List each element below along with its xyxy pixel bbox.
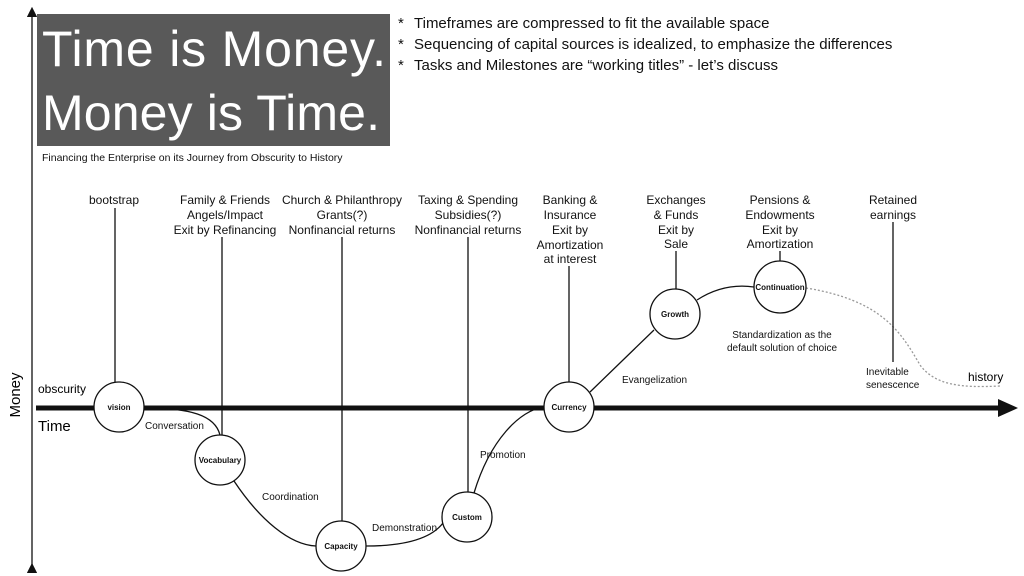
capital-sources: bootstrap Family & Friends Angels/Impact…	[89, 193, 917, 266]
node-label: Capacity	[324, 542, 358, 551]
note-marker: *	[398, 57, 404, 74]
transition-demonstration: Demonstration	[372, 523, 437, 534]
source-banking: Banking &	[543, 193, 598, 207]
source-retained: Retained	[869, 193, 917, 207]
transition-standardization: default solution of choice	[727, 343, 838, 354]
source-banking: at interest	[544, 252, 597, 266]
source-family: Angels/Impact	[187, 208, 264, 222]
node-label: vision	[107, 403, 130, 412]
source-taxing: Subsidies(?)	[435, 208, 502, 222]
node-label: Vocabulary	[199, 456, 242, 465]
source-banking: Amortization	[537, 238, 604, 252]
source-bootstrap: bootstrap	[89, 193, 139, 207]
title-line-2: Money is Time.	[42, 85, 380, 141]
note-marker: *	[398, 15, 404, 32]
time-axis-arrow-icon	[998, 399, 1018, 417]
source-taxing: Nonfinancial returns	[415, 223, 522, 237]
obscurity-label: obscurity	[38, 382, 86, 396]
transition-evangelization: Evangelization	[622, 375, 687, 386]
node-vision	[93, 381, 145, 433]
transition-labels: Conversation Coordination Demonstration …	[145, 330, 920, 534]
source-exchanges: Sale	[664, 237, 688, 251]
node-vocabulary	[194, 434, 246, 486]
node-label: Growth	[661, 310, 689, 319]
title-line-1: Time is Money.	[42, 21, 386, 77]
source-banking: Insurance	[544, 208, 597, 222]
subtitle: Financing the Enterprise on its Journey …	[42, 152, 343, 164]
source-pensions: Amortization	[747, 237, 814, 251]
note-item: Tasks and Milestones are “working titles…	[414, 57, 778, 74]
transition-promotion: Promotion	[480, 450, 526, 461]
source-family: Exit by Refinancing	[174, 223, 277, 237]
source-taxing: Taxing & Spending	[418, 193, 518, 207]
note-marker: *	[398, 36, 404, 53]
source-retained: earnings	[870, 208, 916, 222]
node-custom	[441, 491, 493, 543]
source-exchanges: Exit by	[658, 223, 694, 237]
node-currency	[543, 381, 595, 433]
source-exchanges: & Funds	[654, 208, 699, 222]
history-label: history	[968, 370, 1003, 384]
note-item: Sequencing of capital sources is idealiz…	[414, 36, 892, 53]
transition-senescence: senescence	[866, 380, 920, 391]
transition-senescence: Inevitable	[866, 367, 909, 378]
transition-coordination: Coordination	[262, 492, 319, 503]
source-family: Family & Friends	[180, 193, 270, 207]
transition-standardization: Standardization as the	[732, 330, 832, 341]
source-pensions: Endowments	[745, 208, 814, 222]
notes: * Timeframes are compressed to fit the av…	[398, 15, 892, 74]
money-axis-label: Money	[7, 372, 24, 418]
time-axis-label: Time	[38, 418, 71, 435]
node-label: Currency	[551, 403, 587, 412]
node-label: Custom	[452, 513, 482, 522]
source-pensions: Pensions &	[750, 193, 811, 207]
source-church: Grants(?)	[317, 208, 368, 222]
note-item: Timeframes are compressed to fit the ava…	[414, 15, 769, 32]
node-capacity	[315, 520, 367, 572]
node-label: Continuation	[755, 283, 804, 292]
source-banking: Exit by	[552, 223, 588, 237]
title-box	[37, 14, 390, 146]
source-pensions: Exit by	[762, 223, 798, 237]
source-church: Nonfinancial returns	[289, 223, 396, 237]
source-connectors	[114, 208, 894, 521]
transition-conversation: Conversation	[145, 421, 204, 432]
journey-path	[143, 285, 1001, 547]
stage-nodes: vision Vocabulary Capacity Custom Curren…	[93, 260, 807, 572]
node-continuation	[753, 260, 807, 314]
source-exchanges: Exchanges	[646, 193, 705, 207]
node-growth	[649, 288, 701, 340]
source-church: Church & Philanthropy	[282, 193, 402, 207]
